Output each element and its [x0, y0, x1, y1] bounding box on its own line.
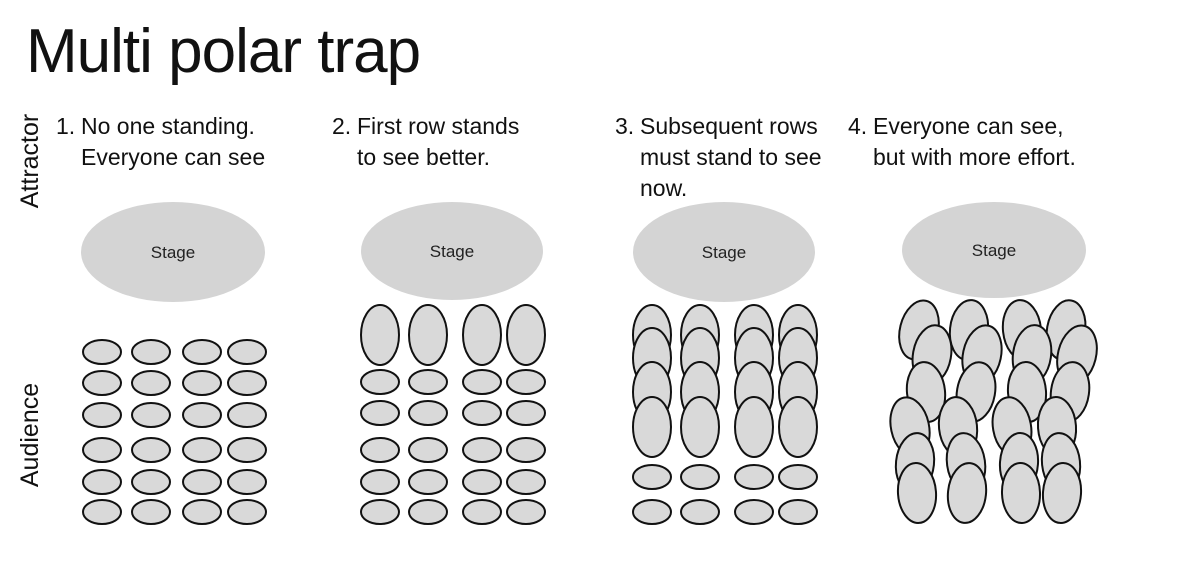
audience-person-sitting: [506, 499, 546, 525]
stage-ellipse: [902, 202, 1086, 298]
stage-label: Stage: [972, 241, 1016, 260]
stage-label: Stage: [702, 243, 746, 262]
audience-person-sitting: [408, 499, 448, 525]
panel-2-caption: 2. First row stands to see better.: [332, 111, 519, 173]
panel-1-caption-text: No one standing. Everyone can see: [81, 111, 265, 173]
panel-2-diagram: Stage: [360, 202, 546, 525]
audience-person-standing: [632, 396, 672, 458]
stage-label: Stage: [430, 242, 474, 261]
stage-label: Stage: [151, 243, 195, 262]
caption-line: No one standing.: [81, 113, 255, 139]
audience-person-standing: [896, 462, 938, 524]
audience-person-sitting: [462, 400, 502, 426]
audience-person-standing: [360, 304, 400, 366]
panel-3-caption-number: 3.: [615, 113, 635, 139]
audience-person-sitting: [506, 469, 546, 495]
audience-person-standing: [778, 396, 818, 458]
audience-person-sitting: [227, 499, 267, 525]
caption-line: Everyone can see,: [873, 113, 1064, 139]
audience-person-sitting: [734, 499, 774, 525]
audience-person-standing: [734, 396, 774, 458]
audience-person-sitting: [131, 437, 171, 463]
audience-person-sitting: [778, 464, 818, 490]
panel-4-caption-number: 4.: [848, 113, 868, 139]
audience-person-sitting: [182, 469, 222, 495]
audience-person-sitting: [131, 339, 171, 365]
panel-2-caption-number: 2.: [332, 113, 352, 139]
audience-person-sitting: [360, 499, 400, 525]
audience-person-sitting: [82, 469, 122, 495]
audience-person-sitting: [408, 437, 448, 463]
audience-person-sitting: [462, 469, 502, 495]
audience-person-sitting: [360, 437, 400, 463]
audience-person-sitting: [632, 499, 672, 525]
audience-person-standing: [462, 304, 502, 366]
panel-4-caption: 4. Everyone can see, but with more effor…: [848, 111, 1076, 173]
caption-line: must stand to see: [640, 144, 822, 170]
stage-ellipse: [81, 202, 265, 302]
caption-line: now.: [640, 175, 688, 201]
audience-person-sitting: [408, 469, 448, 495]
audience-person-standing: [1041, 462, 1083, 524]
panel-1-caption-number: 1.: [56, 113, 76, 139]
audience-person-sitting: [227, 339, 267, 365]
audience-person-sitting: [227, 469, 267, 495]
audience-person-sitting: [680, 499, 720, 525]
panel-3-diagram: Stage: [632, 202, 818, 525]
audience-person-sitting: [632, 464, 672, 490]
audience-person-sitting: [131, 469, 171, 495]
audience-person-sitting: [506, 369, 546, 395]
audience-person-sitting: [182, 339, 222, 365]
audience-person-sitting: [227, 370, 267, 396]
audience-person-sitting: [131, 499, 171, 525]
audience-person-standing: [506, 304, 546, 366]
audience-person-sitting: [360, 469, 400, 495]
audience-person-sitting: [131, 402, 171, 428]
audience-person-standing: [1000, 462, 1042, 524]
audience-person-sitting: [506, 437, 546, 463]
audience-person-sitting: [182, 499, 222, 525]
panel-1-diagram: Stage: [81, 202, 267, 525]
caption-line: Everyone can see: [81, 144, 266, 170]
audience-person-standing: [946, 462, 988, 524]
audience-person-sitting: [360, 400, 400, 426]
panel-1-caption: 1. No one standing. Everyone can see: [56, 111, 265, 173]
caption-line: but with more effort.: [873, 144, 1076, 170]
audience-person-sitting: [408, 400, 448, 426]
audience-person-sitting: [182, 370, 222, 396]
audience-person-sitting: [82, 437, 122, 463]
audience-person-sitting: [680, 464, 720, 490]
audience-person-sitting: [227, 402, 267, 428]
audience-person-sitting: [462, 369, 502, 395]
audience-person-sitting: [182, 437, 222, 463]
audience-person-sitting: [182, 402, 222, 428]
audience-person-sitting: [360, 369, 400, 395]
audience-person-sitting: [82, 370, 122, 396]
audience-person-sitting: [778, 499, 818, 525]
stage-ellipse: [361, 202, 543, 300]
audience-person-sitting: [734, 464, 774, 490]
audience-person-sitting: [408, 369, 448, 395]
audience-person-sitting: [462, 499, 502, 525]
panel-3-caption: 3. Subsequent rows must stand to see now…: [615, 111, 822, 204]
panel-3-caption-text: Subsequent rows must stand to see now.: [640, 111, 822, 204]
audience-person-sitting: [131, 370, 171, 396]
caption-line: Subsequent rows: [640, 113, 818, 139]
audience-person-standing: [680, 396, 720, 458]
audience-person-sitting: [82, 402, 122, 428]
caption-line: to see better.: [357, 144, 490, 170]
audience-person-sitting: [82, 499, 122, 525]
audience-person-standing: [408, 304, 448, 366]
caption-line: First row stands: [357, 113, 520, 139]
audience-person-sitting: [506, 400, 546, 426]
audience-person-sitting: [82, 339, 122, 365]
panel-2-caption-text: First row stands to see better.: [357, 111, 519, 173]
panel-4-diagram: Stage: [889, 202, 1098, 524]
audience-person-sitting: [227, 437, 267, 463]
stage-ellipse: [633, 202, 815, 302]
audience-person-sitting: [462, 437, 502, 463]
page-title: Multi polar trap: [26, 17, 421, 86]
panel-4-caption-text: Everyone can see, but with more effort.: [873, 111, 1076, 173]
